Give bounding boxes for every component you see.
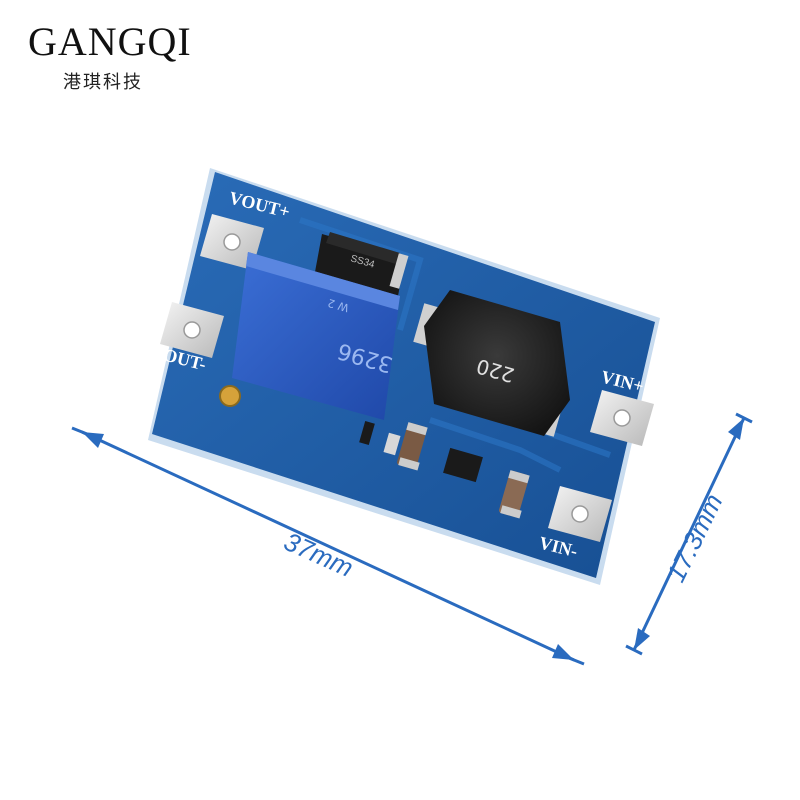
diode-ss34: SS34 [315,232,409,296]
length-label: 37mm [280,526,358,583]
pad-vin-minus [548,486,612,542]
width-label: 17.3mm [660,489,728,587]
trimpot: 3296 W 2 [219,252,400,420]
inductor-220: 220 [413,290,570,437]
brand-subtitle: 港琪科技 [63,72,143,93]
pad-vout-minus [160,302,224,358]
pad-vin-plus [590,390,654,446]
smd-components [359,421,530,519]
trimpot-code: W 2 [326,296,350,314]
width-dimension: 17.3mm [625,412,753,656]
brand-name: GANGQI [28,19,192,64]
brand-logo: GANGQI 港琪科技 [28,19,192,94]
